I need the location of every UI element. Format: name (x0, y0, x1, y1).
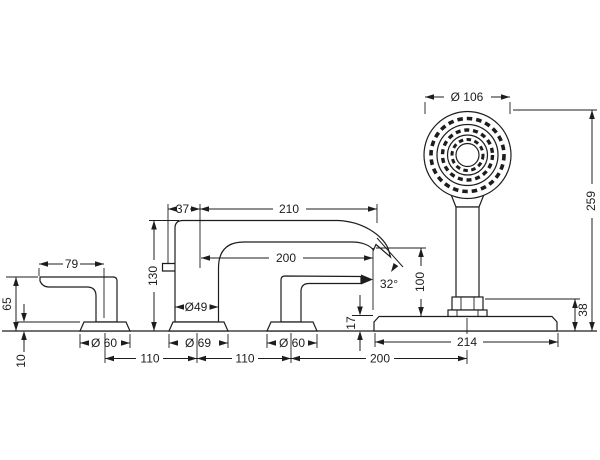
dim-right-spacing: 110 (235, 352, 254, 366)
spout-escutcheon (168, 321, 229, 332)
shower-head-center-ring (455, 142, 480, 168)
shower-head (423, 110, 512, 200)
hand-shower (373, 110, 558, 332)
dim-plate-width: 214 (457, 335, 477, 349)
dim-outlet-height: 100 (413, 272, 427, 292)
right-handle-lever (280, 275, 362, 323)
shower-handle (455, 206, 480, 298)
right-handle-lever-tip-arrow (361, 274, 373, 285)
dim-handle-height: 65 (0, 297, 14, 311)
shower-head-nozzle-ring-2 (440, 128, 495, 182)
spout-back-lug (161, 262, 175, 272)
dim-spout-reach: 200 (276, 251, 296, 265)
dim-escutcheon-height: 10 (14, 354, 28, 368)
dim-shower-spacing: 200 (370, 352, 390, 366)
left-handle-escutcheon (79, 321, 131, 332)
shower-holder-nut (447, 309, 488, 318)
angle-leader-line (376, 237, 404, 268)
dim-spout-diameter: Ø49 (185, 300, 208, 314)
dim-outlet-angle: 32° (380, 277, 398, 291)
right-handle-escutcheon (266, 321, 318, 332)
shower-stem (447, 191, 488, 318)
shower-hex-connector (451, 296, 484, 311)
dim-spout-offset: 37 (176, 202, 190, 216)
dim-spout-escutcheon-diameter: Ø 69 (185, 336, 211, 350)
dim-right-handle-diameter: Ø 60 (279, 336, 305, 350)
dim-spout-height: 130 (146, 266, 160, 286)
dim-left-handle-diameter: Ø 60 (91, 336, 117, 350)
left-handle-lever (39, 276, 118, 323)
dim-total-height: 259 (584, 191, 598, 211)
shower-head-nozzle-ring-1 (429, 116, 506, 194)
dim-spout-top-reach: 210 (279, 202, 299, 216)
shower-head-ring-3 (446, 134, 489, 176)
spout-outline (174, 219, 392, 323)
dim-holder-height: 38 (576, 303, 590, 317)
dim-lever-length: 79 (65, 257, 79, 271)
holder-plate (373, 315, 558, 332)
left-handle (39, 276, 131, 332)
dim-left-spacing: 110 (140, 352, 159, 366)
dimension-lines (13, 94, 595, 362)
dimension-labels: Ø 106 37 210 200 Ø49 79 Ø 60 Ø 69 Ø 60 1… (0, 90, 598, 368)
dim-head-diameter: Ø 106 (451, 90, 484, 104)
dim-plate-height: 17 (344, 316, 358, 330)
angle-leader-arrow (391, 263, 399, 272)
tub-spout (161, 219, 392, 332)
shower-head-nozzle-ring-3 (450, 138, 485, 172)
right-handle (266, 274, 373, 332)
shower-head-ring-2 (436, 123, 499, 187)
